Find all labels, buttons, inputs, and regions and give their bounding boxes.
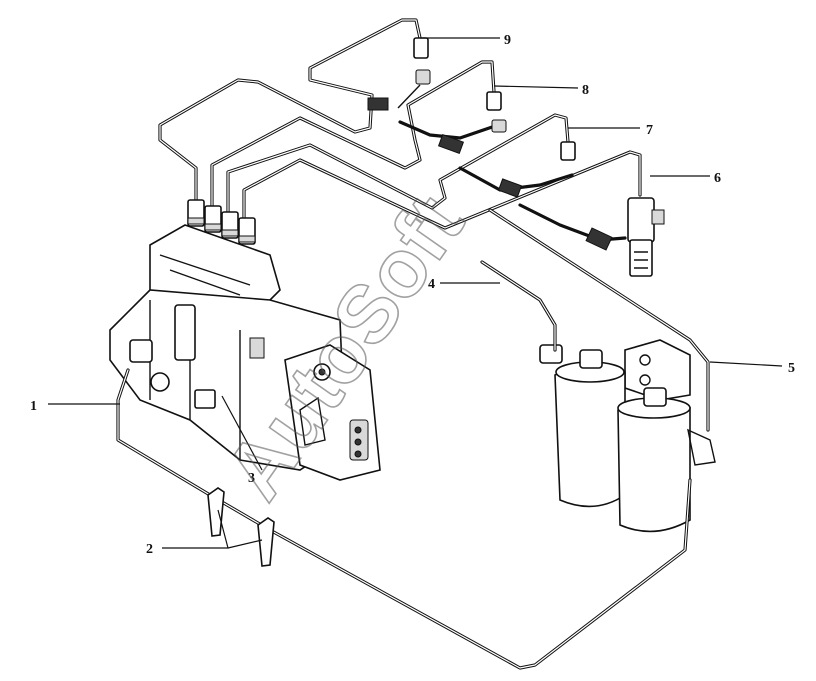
- callout-1: 1: [30, 399, 37, 414]
- callout-8: 8: [582, 83, 589, 98]
- injection-lines: [158, 18, 642, 230]
- injection-pump: [109, 199, 381, 481]
- callout-5: 5: [788, 361, 795, 376]
- injector-8: [398, 91, 507, 155]
- callout-9: 9: [504, 33, 511, 48]
- callout-3: 3: [248, 471, 255, 486]
- callout-2: 2: [146, 542, 153, 557]
- pipe-clamps: [207, 487, 275, 567]
- callout-leaders: [48, 37, 783, 549]
- callout-6: 6: [714, 171, 721, 186]
- injector-7: [458, 141, 576, 198]
- callout-labels: 1 2 3 4 5 6 7 8 9: [30, 33, 795, 557]
- callout-7: 7: [646, 123, 653, 138]
- callout-4: 4: [428, 277, 435, 292]
- injector-6: [518, 197, 665, 277]
- fuel-filters: [539, 339, 716, 533]
- injector-9: [367, 37, 431, 111]
